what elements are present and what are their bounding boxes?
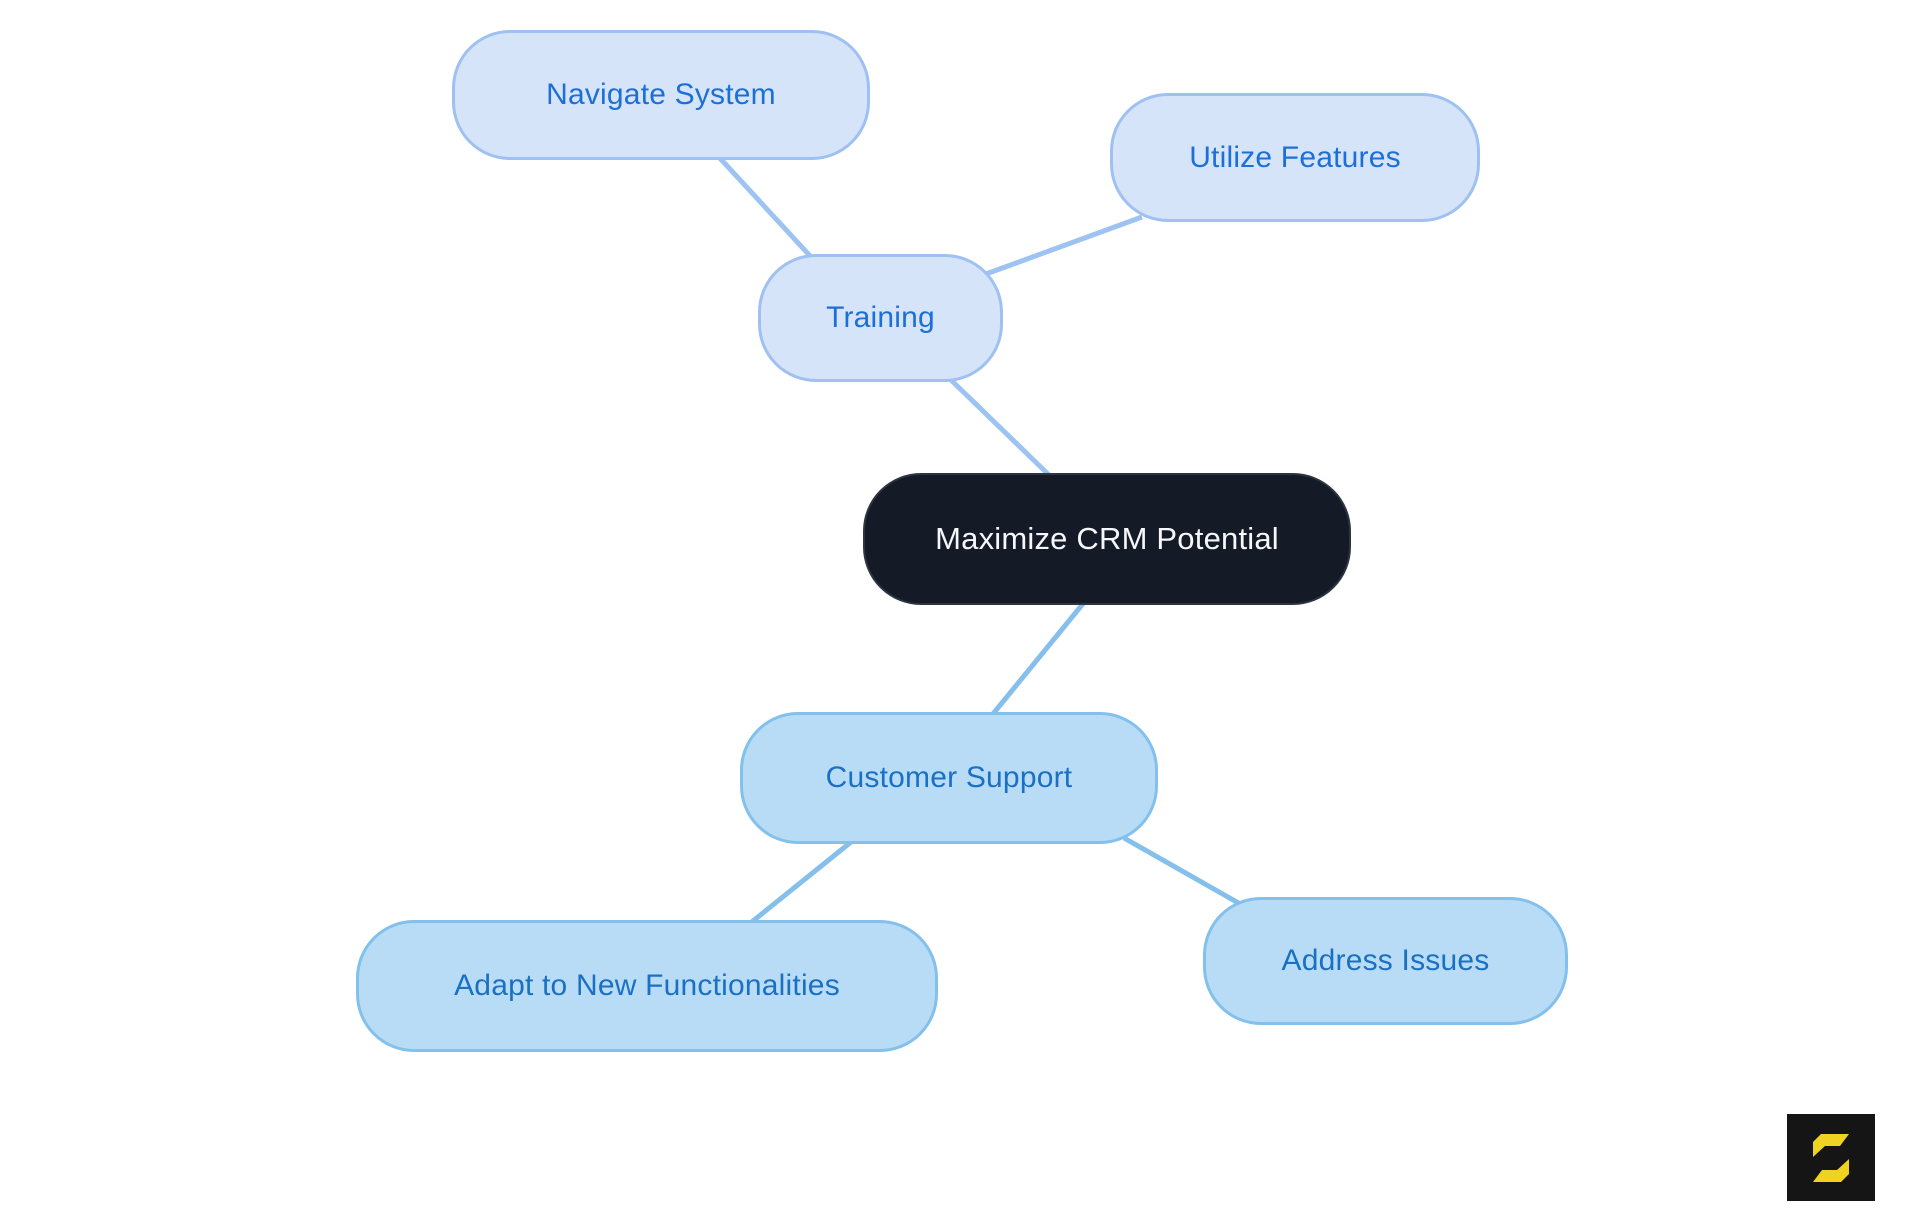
node-label: Adapt to New Functionalities (454, 969, 840, 1002)
node-customer-support[interactable]: Customer Support (740, 712, 1158, 844)
edge-customer-support-adapt (746, 836, 858, 927)
node-label: Maximize CRM Potential (935, 521, 1279, 556)
edge-root-customer-support (986, 598, 1088, 722)
edge-training-root (949, 378, 1052, 478)
edge-navigate-system-training (715, 153, 814, 260)
node-adapt-to-new-functionalities[interactable]: Adapt to New Functionalities (356, 920, 938, 1052)
node-label: Customer Support (825, 761, 1073, 794)
brand-logo (1787, 1114, 1875, 1201)
node-label: Training (826, 301, 935, 334)
node-training[interactable]: Training (758, 254, 1003, 382)
node-label: Navigate System (546, 78, 776, 111)
node-navigate-system[interactable]: Navigate System (452, 30, 870, 160)
node-utilize-features[interactable]: Utilize Features (1110, 93, 1480, 222)
node-label: Address Issues (1281, 944, 1490, 977)
edge-customer-support-address (1122, 835, 1244, 908)
node-address-issues[interactable]: Address Issues (1203, 897, 1568, 1025)
node-label: Utilize Features (1189, 140, 1401, 174)
node-root-maximize-crm-potential[interactable]: Maximize CRM Potential (863, 473, 1351, 605)
brand-logo-s-icon (1813, 1133, 1849, 1182)
edge-utilize-features-training (985, 214, 1143, 277)
